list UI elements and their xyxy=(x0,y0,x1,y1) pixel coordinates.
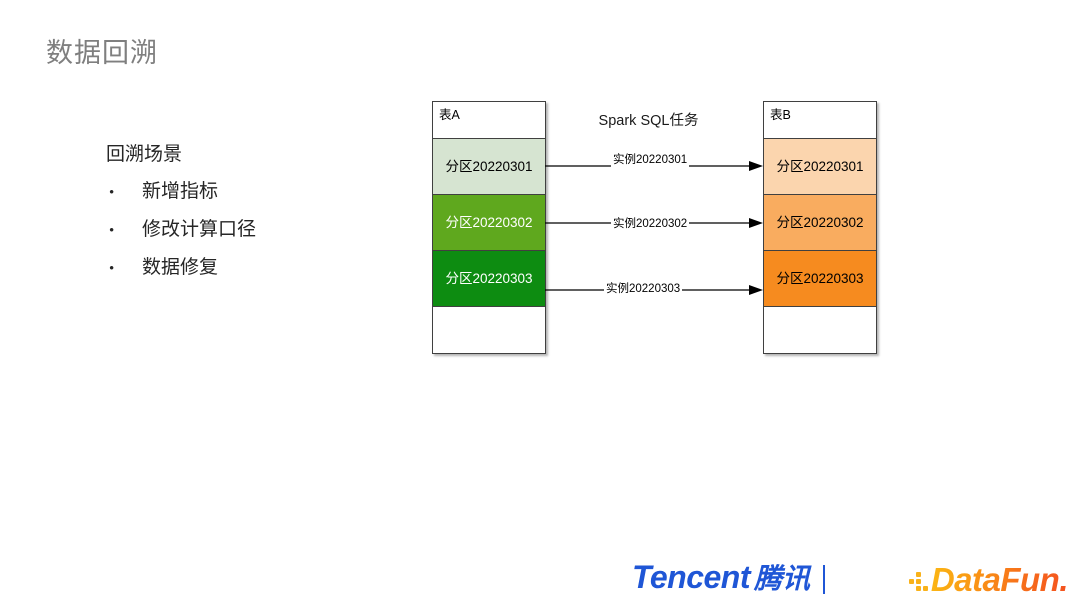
table-b-header-label: 表B xyxy=(770,108,791,122)
list-item: • 新增指标 xyxy=(106,179,396,206)
table-a-header: 表A xyxy=(433,102,545,139)
bullet-dot-icon: • xyxy=(109,223,115,239)
list-item-label: 新增指标 xyxy=(142,181,219,202)
table-a-partition-label: 分区20220303 xyxy=(445,270,533,286)
bullet-dot-icon: • xyxy=(109,185,115,201)
scenario-heading: 回溯场景 xyxy=(106,144,183,165)
arrow-label-1: 实例20220301 xyxy=(611,152,690,169)
table-a: 表A 分区20220301 分区20220302 分区20220303 xyxy=(432,101,546,354)
tencent-logo: Tencent 腾讯 xyxy=(632,560,810,596)
table-b-partition-label: 分区20220302 xyxy=(776,214,864,230)
scenario-text-block: 回溯场景 • 新增指标 • 修改计算口径 • 数据修复 xyxy=(106,142,396,293)
table-b-partition-row: 分区20220303 xyxy=(764,251,876,307)
tencent-chinese-wordmark: 腾讯 xyxy=(753,563,810,594)
table-b-partition-row: 分区20220302 xyxy=(764,195,876,251)
list-item: • 修改计算口径 xyxy=(106,217,396,244)
arrow-label-2: 实例20220302 xyxy=(611,216,690,233)
table-a-partition-row: 分区20220302 xyxy=(433,195,545,251)
bullet-dot-icon: • xyxy=(109,261,115,277)
page-title: 数据回溯 xyxy=(46,38,158,68)
table-b-empty-row xyxy=(764,307,876,353)
tencent-wordmark: Tencent xyxy=(631,559,751,595)
table-a-header-label: 表A xyxy=(439,108,460,122)
table-a-partition-label: 分区20220302 xyxy=(445,214,533,230)
list-item: • 数据修复 xyxy=(106,255,396,282)
table-a-partition-row: 分区20220303 xyxy=(433,251,545,307)
datafun-dots-icon xyxy=(908,571,928,591)
list-item-label: 数据修复 xyxy=(142,257,219,278)
logo-divider xyxy=(823,565,825,594)
table-b-partition-label: 分区20220301 xyxy=(776,158,864,174)
arrow-label-3: 实例20220303 xyxy=(604,281,683,298)
table-b-partition-row: 分区20220301 xyxy=(764,139,876,195)
table-b-header: 表B xyxy=(764,102,876,139)
table-a-empty-row xyxy=(433,307,545,353)
datafun-wordmark: DataFun. xyxy=(930,561,1069,598)
table-b-partition-label: 分区20220303 xyxy=(776,270,864,286)
footer-logos: Tencent 腾讯 DataFun. xyxy=(0,552,1080,608)
process-title: Spark SQL任务 xyxy=(598,113,699,129)
list-item-label: 修改计算口径 xyxy=(142,219,257,240)
table-b: 表B 分区20220301 分区20220302 分区20220303 xyxy=(763,101,877,354)
table-a-partition-label: 分区20220301 xyxy=(445,158,533,174)
datafun-logo: DataFun. xyxy=(908,561,1069,598)
table-a-partition-row: 分区20220301 xyxy=(433,139,545,195)
